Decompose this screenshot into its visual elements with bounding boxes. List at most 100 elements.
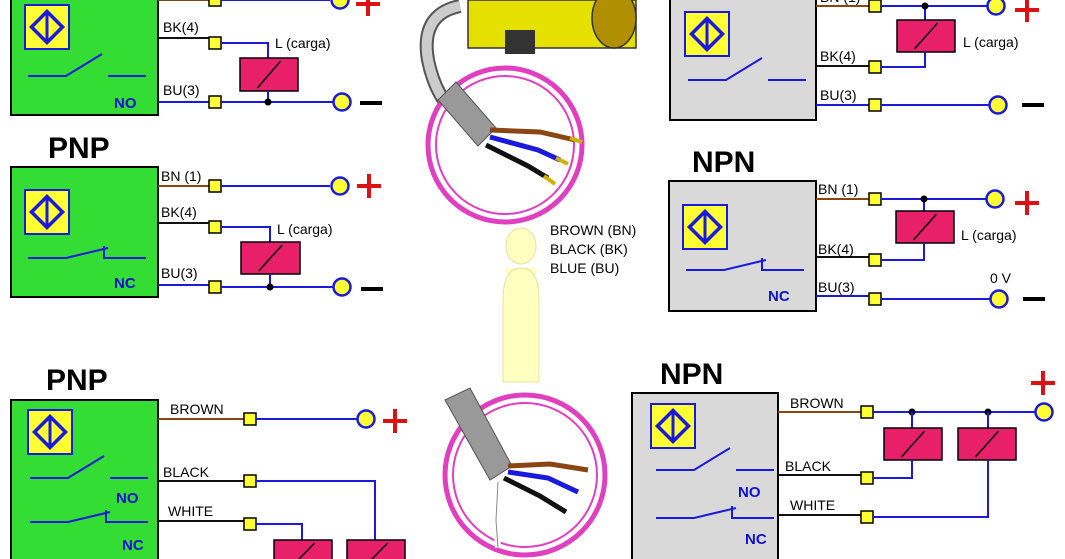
wire-label-bu: BU(3) — [161, 265, 198, 281]
contact-line — [30, 511, 111, 523]
wire-label-bk: BK(4) — [161, 204, 197, 220]
relay-slash — [258, 244, 283, 272]
relay-slash — [371, 542, 389, 559]
wire-label-bk: BK(4) — [820, 48, 856, 64]
state-label-no: NO — [738, 484, 761, 501]
minus-sign-icon — [361, 287, 383, 291]
supply-terminal — [332, 92, 352, 112]
contact-line — [103, 246, 146, 259]
core-tip — [569, 136, 583, 144]
relay-slash — [256, 60, 282, 89]
switch-contact-icon — [656, 506, 774, 519]
contact-line — [30, 455, 105, 479]
contact-line — [761, 258, 804, 271]
contact-line — [105, 510, 148, 523]
wire — [881, 52, 926, 68]
terminal-square — [208, 95, 222, 109]
contact-line — [656, 507, 737, 519]
contact-line — [731, 506, 774, 519]
minus-sign-icon — [360, 101, 382, 105]
terminal-square — [860, 405, 874, 419]
wire-label-bk: BK(4) — [163, 19, 199, 35]
relay-coil-icon — [883, 427, 943, 461]
junction-dot — [921, 2, 929, 10]
supply-terminal — [986, 0, 1006, 16]
wire — [256, 480, 376, 545]
title-pnp-1: PNP — [48, 132, 110, 165]
title-pnp-2: PNP — [46, 364, 108, 397]
magnifier-ring-inner — [435, 75, 575, 215]
magnifier-bottom — [442, 387, 608, 558]
wire-label-bn: BN (1) — [820, 0, 860, 5]
relay-coil-icon — [273, 539, 333, 559]
relay-coil-icon — [240, 241, 301, 275]
relay-slash — [912, 213, 938, 241]
terminal-square — [208, 220, 222, 234]
terminal-square — [860, 471, 874, 485]
sensor-coil-icon — [27, 409, 73, 455]
plus-sign-icon — [357, 174, 381, 198]
core-brown — [507, 461, 589, 473]
terminal-square — [868, 192, 882, 206]
plus-bar — [1041, 371, 1045, 395]
state-label-nc: NC — [122, 537, 144, 554]
load-label: L (carga) — [963, 34, 1019, 50]
terminal-square — [243, 412, 257, 426]
relay-slash — [900, 430, 926, 458]
wire — [256, 523, 303, 545]
relay-coil-icon — [346, 539, 406, 559]
core-blue — [507, 469, 580, 495]
relay-slash — [913, 22, 939, 50]
junction-dot — [920, 195, 928, 203]
magnifier-ring-inner — [452, 402, 598, 548]
supply-terminal — [985, 189, 1005, 209]
switch-contact-icon — [688, 57, 806, 81]
contact-line — [656, 447, 731, 471]
terminal-square — [208, 0, 222, 7]
contact-line — [686, 259, 767, 271]
wire-label-bu: BU(3) — [820, 87, 857, 103]
plus-bar — [1025, 191, 1029, 215]
contact-line — [688, 57, 763, 81]
wire — [221, 226, 271, 242]
sensor-coil-icon — [650, 403, 696, 449]
relay-coil-icon — [239, 57, 299, 92]
minus-sign-icon — [1023, 297, 1045, 301]
switch-contact-icon — [28, 246, 146, 259]
core-brown — [489, 127, 576, 143]
switch-contact-icon — [30, 510, 148, 523]
legend-brown: BROWN (BN) — [550, 222, 636, 238]
relay-coil-icon — [957, 427, 1017, 461]
state-label-no: NO — [114, 95, 137, 112]
title-npn-2: NPN — [660, 358, 723, 391]
wire-label-bn: BN (1) — [818, 181, 858, 197]
plus-bar — [366, 0, 370, 16]
core-black — [502, 475, 568, 515]
plus-bar — [367, 174, 371, 198]
wire-label-black: BLACK — [785, 458, 832, 474]
plus-sign-icon — [356, 0, 380, 16]
relay-body — [346, 539, 406, 559]
plus-bar — [393, 409, 397, 433]
wire-label-brown: BROWN — [170, 401, 224, 417]
cable-bulge — [505, 227, 537, 265]
state-label-nc: NC — [768, 288, 790, 305]
supply-terminal — [988, 95, 1008, 115]
state-label-no: NO — [116, 490, 139, 507]
terminal-square — [243, 474, 257, 488]
terminal-square — [868, 60, 882, 74]
state-label-nc: NC — [114, 275, 136, 292]
terminal-square — [208, 36, 222, 50]
sensor-face — [591, 0, 637, 49]
contact-line — [28, 247, 109, 259]
title-npn-1: NPN — [692, 146, 755, 179]
wire-label-black: BLACK — [163, 464, 210, 480]
wire-label-bk: BK(4) — [818, 241, 854, 257]
relay-body — [273, 539, 333, 559]
load-label: L (carga) — [275, 35, 331, 51]
wire-label-white: WHITE — [168, 503, 213, 519]
cable-sleeve — [502, 267, 540, 383]
switch-contact-icon — [686, 258, 804, 271]
